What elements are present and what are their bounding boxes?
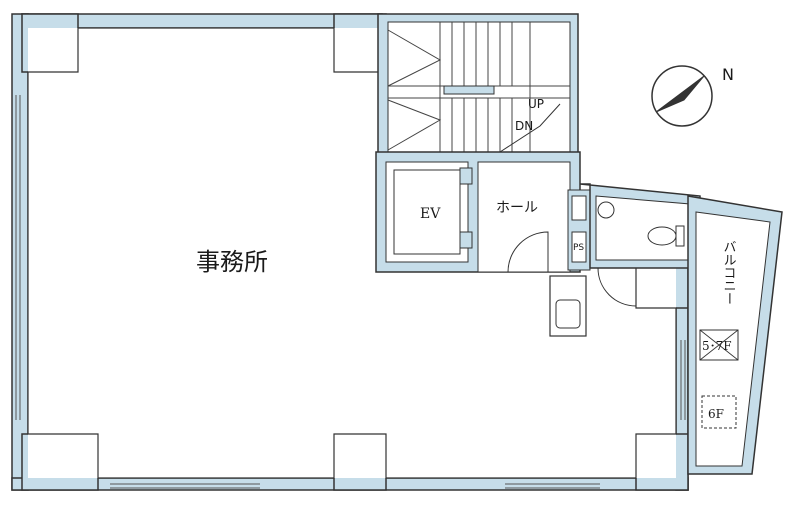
stair-arrow xyxy=(499,103,561,153)
floors-57-label: 5･7F xyxy=(702,339,732,353)
stair-up-label: UP xyxy=(528,97,544,111)
pipe-space: PS xyxy=(567,189,591,271)
floor-6-label: 6F xyxy=(708,407,724,421)
elevator-shaft xyxy=(385,161,469,263)
elevator-label: EV xyxy=(420,206,441,222)
windows xyxy=(15,95,686,489)
balcony-label: バルコニー xyxy=(721,240,737,305)
evacuation-hatch-6f xyxy=(701,395,737,429)
hall xyxy=(477,161,571,273)
stair-down-label: DN xyxy=(515,119,533,133)
hall-door-swing xyxy=(507,231,549,273)
stair-landing-bar xyxy=(443,85,495,95)
balcony: バルコニー 5･7F 6F xyxy=(687,195,783,475)
office-label: 事務所 xyxy=(196,248,268,276)
sink-icon xyxy=(597,201,615,219)
elevator-hall-core: EV ホール xyxy=(375,151,581,273)
hall-label: ホール xyxy=(496,200,538,216)
restroom xyxy=(579,183,701,307)
north-label: N xyxy=(722,65,734,84)
toilet-icon xyxy=(647,226,677,246)
pipe-space-label: PS xyxy=(573,243,584,253)
compass-needle-icon xyxy=(655,75,705,113)
kitchenette xyxy=(549,275,587,337)
north-arrow: N xyxy=(651,65,734,127)
stair-core: UP DN xyxy=(377,13,579,161)
restroom-door-swing xyxy=(597,267,637,307)
